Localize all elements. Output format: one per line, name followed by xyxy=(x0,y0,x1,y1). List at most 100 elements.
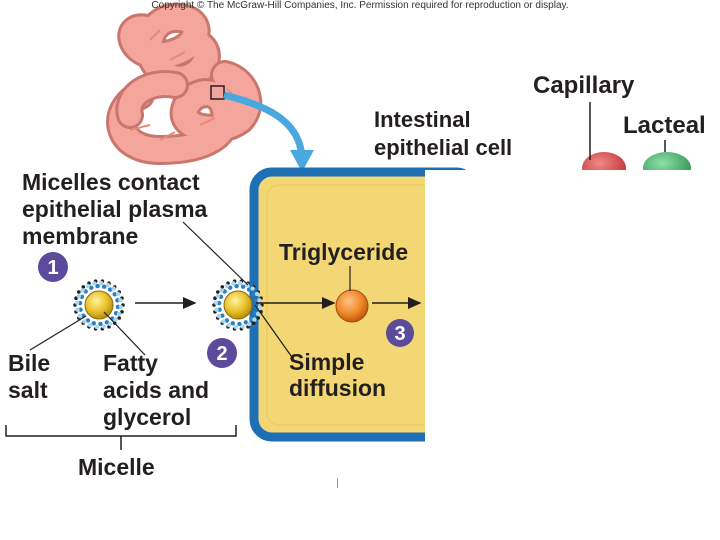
bile-salt-dot xyxy=(226,322,232,328)
bile-salt-dot xyxy=(74,300,80,305)
bile-salt-dot xyxy=(80,288,85,293)
bile-salt-dot xyxy=(244,282,250,288)
micelles-contact-leader xyxy=(182,221,249,286)
occluding-panel xyxy=(425,170,720,460)
bile-salt-dot xyxy=(256,316,261,320)
bile-salt-dot xyxy=(91,321,97,326)
bile-salt-dot xyxy=(213,300,219,305)
micelle-label: Micelle xyxy=(78,454,155,480)
bile-salt-dot xyxy=(107,287,113,292)
bile-salt-dot xyxy=(85,318,91,323)
step-badge-2: 2 xyxy=(207,338,237,368)
simple-diffusion-label-line2: diffusion xyxy=(289,375,387,401)
lacteal-label: Lacteal xyxy=(623,112,706,139)
bile-salt-dot xyxy=(74,296,78,301)
bile-salt-dot xyxy=(118,305,124,310)
bile-salt-dot xyxy=(117,316,121,320)
bile-salt-dot xyxy=(94,324,100,330)
bile-salt-dot xyxy=(112,292,117,297)
bile-salt-dot xyxy=(246,287,252,292)
bile-salt-dot xyxy=(255,311,261,317)
bile-salt-dot xyxy=(219,288,224,293)
bile-salt-dot xyxy=(224,283,230,289)
bile-salt-dot xyxy=(217,307,222,312)
bile-salt-label-line2: salt xyxy=(8,377,48,403)
fatty-acids-label-line2: acids and xyxy=(103,377,210,403)
bile-salt-dot xyxy=(231,281,236,286)
bile-salt-dot xyxy=(76,293,82,299)
bile-salt-dot xyxy=(107,321,113,327)
bile-salt-dot xyxy=(251,321,256,325)
bile-salt-dot xyxy=(95,283,100,289)
small-tick-mark xyxy=(337,478,338,488)
bile-salt-dot xyxy=(214,307,219,312)
small-intestine-illustration xyxy=(106,2,263,166)
bile-salt-dot xyxy=(243,320,248,325)
copyright-notice: Copyright © The McGraw-Hill Companies, I… xyxy=(151,0,569,11)
micelle-bracket xyxy=(5,425,237,450)
bile-salt-dot xyxy=(237,321,242,327)
bile-salt-dot xyxy=(75,307,80,312)
micelles-contact-label-line2: epithelial plasma xyxy=(22,196,208,222)
bile-salt-dot xyxy=(120,310,124,314)
fatty-acids-leader xyxy=(103,311,146,356)
micelles-contact-label-line3: membrane xyxy=(22,223,139,249)
bile-salt-dot xyxy=(234,283,239,289)
bile-salt-dot xyxy=(99,280,104,286)
triglyceride-droplet xyxy=(335,289,369,323)
zoom-arrow xyxy=(223,91,306,159)
intestinal-label-line2: epithelial cell xyxy=(374,135,513,160)
bile-salt-dot xyxy=(101,324,106,329)
bile-salt-dot xyxy=(115,291,121,297)
bile-salt-dot xyxy=(240,324,245,329)
bile-salt-dot xyxy=(81,285,86,289)
step-badge-1: 1 xyxy=(38,252,68,282)
bile-salt-dot xyxy=(252,317,257,322)
bile-salt-dot xyxy=(221,319,226,324)
step-number-2: 2 xyxy=(216,343,227,365)
bile-salt-dot xyxy=(233,324,238,330)
bile-salt-dot xyxy=(257,298,262,303)
bile-salt-dot xyxy=(241,284,246,289)
bile-salt-dot xyxy=(230,321,235,326)
simple-diffusion-label-line1: Simple xyxy=(289,349,365,375)
bile-salt-dot xyxy=(220,313,225,318)
bile-salt-dot xyxy=(116,311,122,317)
bile-salt-dot xyxy=(92,281,97,286)
bile-salt-dot xyxy=(98,321,103,327)
bile-salt-dot xyxy=(220,285,225,289)
bile-salt-dot xyxy=(77,313,83,319)
bile-salt-dot xyxy=(246,321,252,327)
bile-salt-dot xyxy=(118,298,123,303)
bile-salt-dot xyxy=(254,291,260,297)
bile-salt-dot xyxy=(102,284,107,289)
step-number-3: 3 xyxy=(394,323,405,345)
micelle-1 xyxy=(73,279,125,331)
bile-salt-label-line1: Bile xyxy=(8,350,51,376)
fatty-acids-label-line3: glycerol xyxy=(103,404,192,430)
bile-salt-dot xyxy=(105,282,111,288)
bile-salt-dot xyxy=(115,298,120,303)
bile-salt-dot xyxy=(224,318,230,323)
fatty-acids-label-line1: Fatty xyxy=(103,350,158,376)
bile-salt-dot xyxy=(78,307,83,312)
bile-salt-dot xyxy=(216,313,222,319)
bile-salt-dot xyxy=(254,298,259,303)
bile-salt-leader xyxy=(29,315,87,351)
bile-salt-dot xyxy=(77,290,81,294)
magnify-box xyxy=(210,85,225,100)
intestinal-label-line1: Intestinal xyxy=(374,107,471,132)
zoom-arrow-head xyxy=(290,150,314,172)
micelle-2 xyxy=(212,279,264,331)
bile-salt-dot xyxy=(113,317,118,322)
simple-diffusion-leader xyxy=(254,304,295,361)
bile-salt-dot xyxy=(238,280,243,286)
bile-salt-dot xyxy=(257,305,263,310)
bile-salt-dot xyxy=(216,290,220,294)
triglyceride-label: Triglyceride xyxy=(279,239,409,265)
bile-salt-dot xyxy=(215,293,221,299)
micelles-contact-label-line1: Micelles contact xyxy=(22,169,200,195)
bile-salt-dot xyxy=(85,283,91,289)
bile-salt-dot xyxy=(111,286,116,291)
